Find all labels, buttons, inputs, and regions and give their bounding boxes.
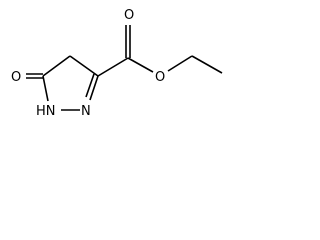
bond-cester-o-single — [127, 57, 154, 73]
bond-c4-c3 — [69, 55, 99, 77]
bond-c3-n2-a — [89, 75, 99, 101]
bond-c3-cester — [97, 57, 129, 77]
atom-label-ring-nitrogen: N — [81, 104, 91, 119]
bond-o-ch2 — [167, 55, 193, 72]
structure-diagram: O HN N O O — [11, 8, 223, 119]
bond-n1-c5 — [42, 75, 49, 102]
bond-ch2-ch3 — [191, 55, 223, 74]
atom-label-ester-oxygen: O — [155, 70, 165, 85]
atom-label-ester-carbonyl-oxygen: O — [124, 8, 134, 23]
bond-c5-c4 — [42, 55, 71, 77]
atom-label-nh: HN — [36, 104, 56, 119]
bond-c3-n2-b — [85, 73, 95, 98]
atom-label-ring-oxygen: O — [11, 70, 21, 85]
